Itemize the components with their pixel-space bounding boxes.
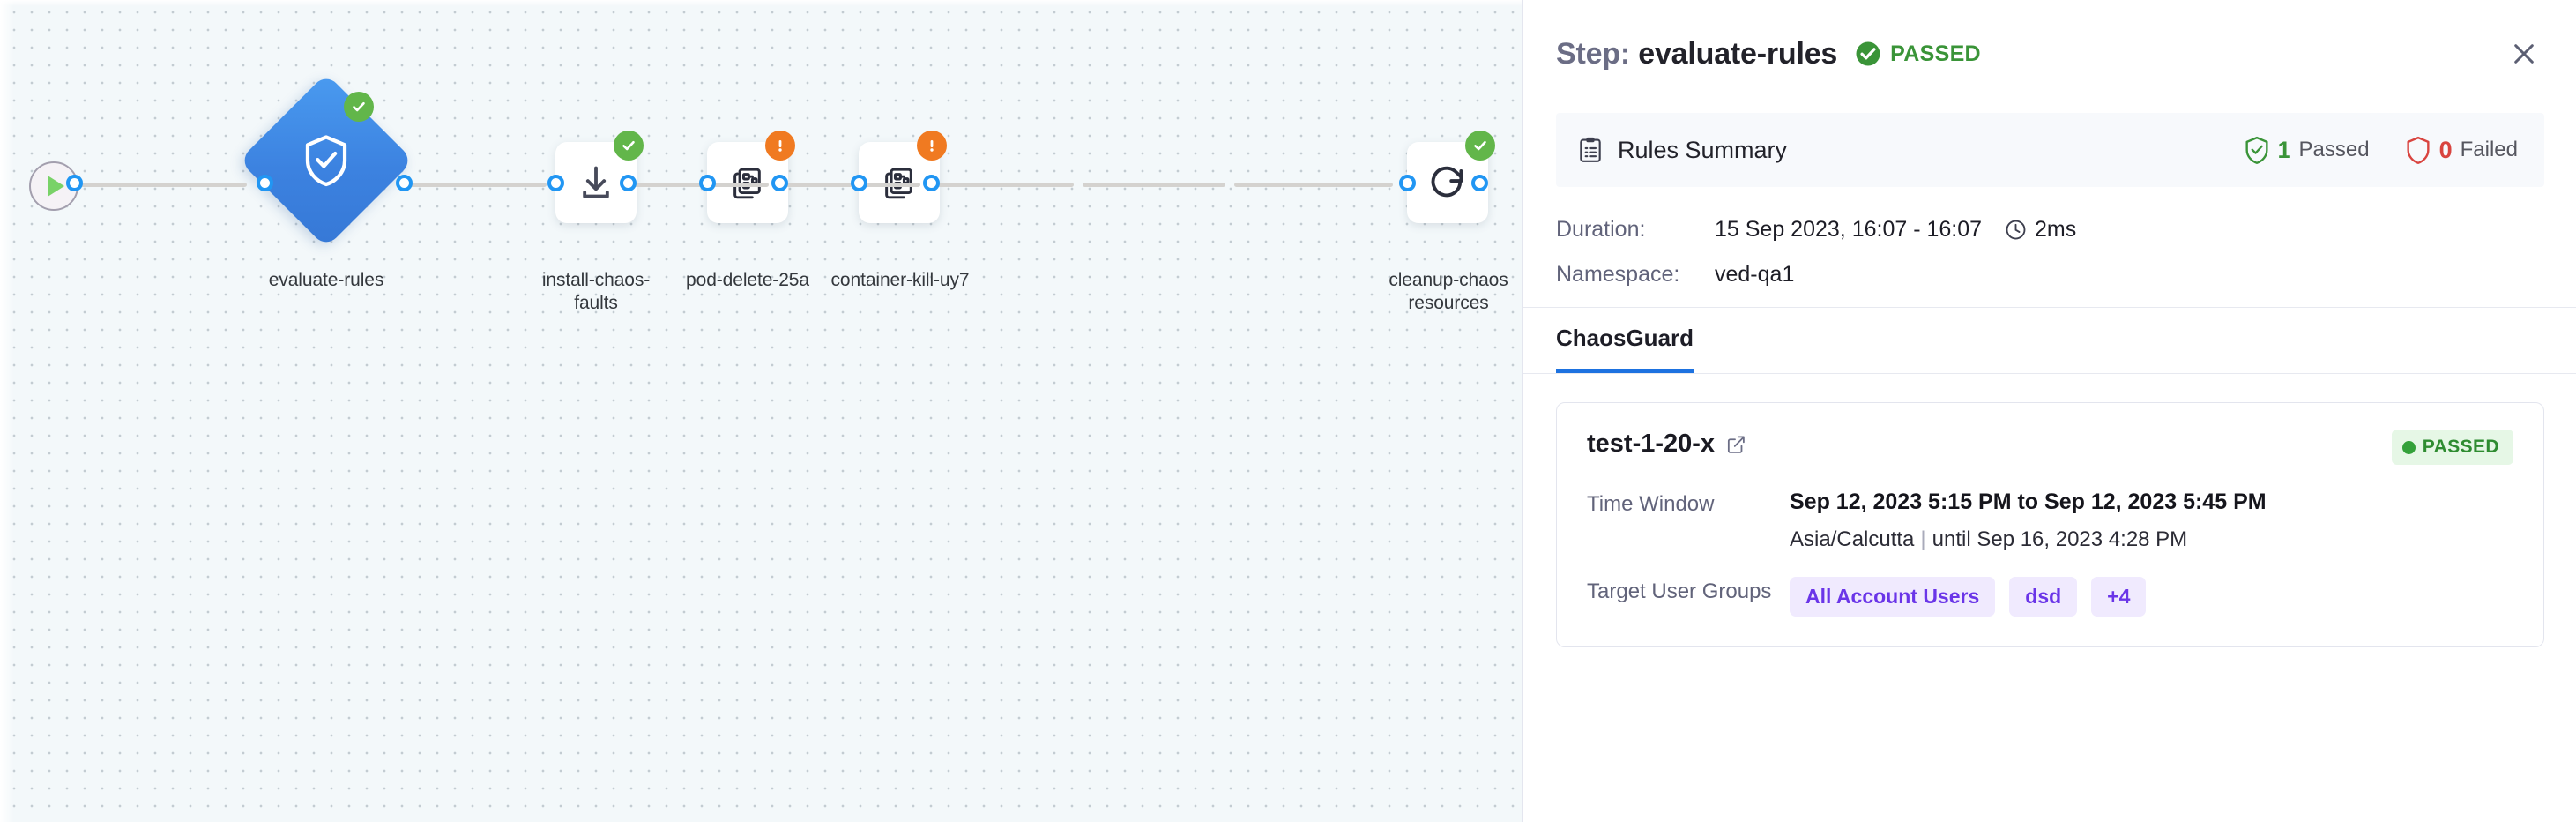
rules-failed-stat: 0 Failed <box>2405 136 2518 165</box>
rules-passed-label: Passed <box>2298 138 2370 161</box>
check-circle-icon <box>1856 41 1880 66</box>
rules-failed-label: Failed <box>2460 138 2518 161</box>
user-group-chip[interactable]: All Account Users <box>1790 577 1996 616</box>
node-label-cleanup-chaos-resources: cleanup-chaos resources <box>1321 269 1522 316</box>
step-metadata: Duration: 15 Sep 2023, 16:07 - 16:07 2ms… <box>1523 187 2576 288</box>
port-containerkill-in[interactable] <box>851 175 867 191</box>
node-label-pod-delete-25a: pod-delete-25a <box>686 270 809 290</box>
connector-cleanup-inbound <box>1083 183 1225 187</box>
port-start-out[interactable] <box>66 175 83 191</box>
status-badge-success <box>1465 131 1495 161</box>
node-label-line2: faults <box>574 293 618 314</box>
divider: | <box>1920 527 1926 551</box>
rule-card: test-1-20-x PASSED Time Window Sep 12, 2… <box>1556 402 2544 647</box>
time-window-timezone: Asia/Calcutta|until Sep 16, 2023 4:28 PM <box>1790 527 2267 552</box>
target-user-groups-row: Target User Groups All Account Users dsd… <box>1587 577 2513 616</box>
status-badge-warning <box>765 131 795 161</box>
rule-card-title[interactable]: test-1-20-x <box>1587 430 1746 459</box>
port-evaluate-in[interactable] <box>257 175 273 191</box>
time-window-row: Time Window Sep 12, 2023 5:15 PM to Sep … <box>1587 489 2513 552</box>
port-evaluate-out[interactable] <box>396 175 413 191</box>
panel-title-prefix: Step: <box>1556 36 1631 71</box>
exclamation-icon <box>778 140 782 152</box>
rule-status-label: PASSED <box>2422 437 2499 457</box>
connector-cleanup-outbound <box>1234 183 1393 187</box>
user-group-chip[interactable]: dsd <box>2009 577 2078 616</box>
rules-failed-count: 0 <box>2438 136 2453 163</box>
tab-chaosguard[interactable]: ChaosGuard <box>1556 308 1694 373</box>
port-cleanup-out[interactable] <box>1471 175 1488 191</box>
play-icon <box>48 176 64 197</box>
status-badge: PASSED <box>1855 41 1981 67</box>
port-install-in[interactable] <box>547 175 564 191</box>
rules-summary-bar: Rules Summary 1 Passed 0 Failed <box>1556 113 2544 187</box>
node-label-line1: install-chaos- <box>541 270 651 290</box>
node-label-evaluate-rules: evaluate-rules <box>268 270 384 290</box>
time-window-value: Sep 12, 2023 5:15 PM to Sep 12, 2023 5:4… <box>1790 489 2267 514</box>
user-group-chip-overflow[interactable]: +4 <box>2091 577 2147 616</box>
connector-evaluate-to-install <box>406 183 547 187</box>
status-badge-success <box>344 92 374 122</box>
panel-header: Step: evaluate-rules PASSED <box>1523 0 2576 74</box>
namespace-row: Namespace: ved-qa1 <box>1556 262 2542 288</box>
namespace-value: ved-qa1 <box>1715 262 1795 287</box>
refresh-icon <box>1431 166 1463 198</box>
time-window-label: Time Window <box>1587 492 1715 516</box>
status-badge-warning <box>917 131 947 161</box>
duration-label: Duration: <box>1556 217 1646 242</box>
node-label-line2: resources <box>1408 293 1489 314</box>
tab-chaosguard-label: ChaosGuard <box>1556 325 1694 351</box>
port-install-out[interactable] <box>620 175 637 191</box>
target-user-groups-chips: All Account Users dsd +4 <box>1790 577 2147 616</box>
node-label-container-kill-uy7: container-kill-uy7 <box>830 270 970 290</box>
port-poddelete-out[interactable] <box>771 175 788 191</box>
duration-ms: 2ms <box>2035 217 2077 242</box>
shield-icon <box>2407 136 2430 164</box>
status-badge-success <box>614 131 644 161</box>
external-link-icon[interactable] <box>1725 434 1746 455</box>
panel-tabs: ChaosGuard <box>1523 307 2576 374</box>
close-button[interactable] <box>2504 34 2544 74</box>
shield-check-icon <box>238 72 414 249</box>
connector-start-to-evaluate <box>71 183 247 187</box>
step-details-panel: Step: evaluate-rules PASSED <box>1522 0 2576 822</box>
status-dot-icon <box>2401 440 2416 454</box>
pipeline-canvas[interactable]: evaluate-rules install-chaos- faults <box>0 0 1522 822</box>
exclamation-icon <box>930 140 934 152</box>
clock-icon <box>2006 220 2026 240</box>
port-containerkill-out[interactable] <box>923 175 940 191</box>
rules-summary-title: Rules Summary <box>1618 136 1788 163</box>
node-label-install-chaos-faults: install-chaos- faults <box>499 269 693 316</box>
duration-row: Duration: 15 Sep 2023, 16:07 - 16:07 2ms <box>1556 217 2542 243</box>
download-icon <box>583 166 609 198</box>
until-text: until Sep 16, 2023 4:28 PM <box>1932 527 2188 551</box>
port-cleanup-in[interactable] <box>1399 175 1416 191</box>
status-badge-label: PASSED <box>1890 41 1981 66</box>
panel-title-step: evaluate-rules <box>1638 36 1838 71</box>
rule-card-title-text: test-1-20-x <box>1587 430 1716 458</box>
node-evaluate-rules[interactable] <box>238 72 414 249</box>
rules-passed-count: 1 <box>2277 136 2291 163</box>
shield-check-icon <box>2245 136 2268 164</box>
connector-install-to-poddelete <box>628 183 769 187</box>
duration-value: 15 Sep 2023, 16:07 - 16:07 <box>1715 217 1983 242</box>
connector-containerkill-to-cleanup <box>931 183 1074 187</box>
page-title: Step: evaluate-rules <box>1556 37 1837 71</box>
connector-poddelete-to-containerkill <box>779 183 920 187</box>
rule-status-badge: PASSED <box>2391 430 2513 465</box>
port-poddelete-in[interactable] <box>699 175 716 191</box>
close-icon <box>2514 44 2534 64</box>
target-user-groups-label: Target User Groups <box>1587 579 1772 603</box>
timezone-text: Asia/Calcutta <box>1790 527 1915 551</box>
namespace-label: Namespace: <box>1556 262 1680 287</box>
rules-passed-stat: 1 Passed <box>2244 136 2370 165</box>
node-label-line1: cleanup-chaos <box>1389 270 1508 290</box>
clipboard-icon <box>1580 137 1601 162</box>
